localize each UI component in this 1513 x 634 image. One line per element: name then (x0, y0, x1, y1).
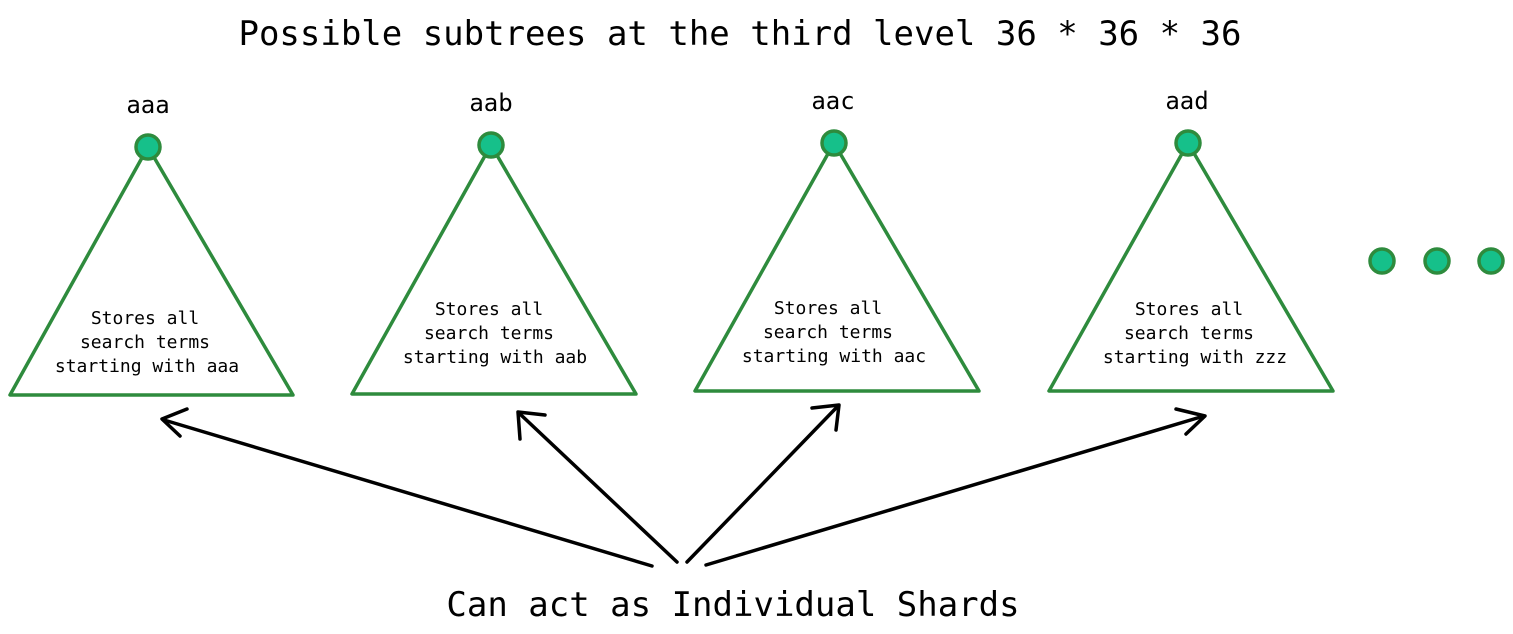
subtree-aaa: aaa Stores all search terms starting wit… (8, 91, 295, 397)
subtree-desc-line: starting with zzz (1103, 347, 1287, 368)
subtree-desc-line: Stores all (91, 308, 199, 329)
ellipsis-dot (1477, 247, 1505, 275)
subtree-root-node (477, 131, 505, 159)
subtree-aab: aab Stores all search terms starting wit… (350, 89, 638, 396)
subtree-triangle (693, 141, 981, 393)
subtree-label: aac (811, 87, 854, 115)
ellipsis-dot (1423, 247, 1451, 275)
subtree-label: aad (1165, 87, 1208, 115)
subtree-desc-line: starting with aac (742, 346, 926, 367)
subtree-desc-line: Stores all (774, 298, 882, 319)
subtree-desc-line: starting with aaa (55, 356, 239, 377)
subtree-root-node (1174, 129, 1202, 157)
subtree-desc-line: search terms (1124, 323, 1254, 344)
subtree-desc-line: Stores all (1135, 299, 1243, 320)
subtree-root-node (134, 133, 162, 161)
caption: Can act as Individual Shards (446, 585, 1019, 625)
arrows (160, 403, 1207, 568)
subtree-aac: aac Stores all search terms starting wit… (693, 87, 981, 393)
arrow-to-aad (704, 407, 1207, 567)
subtree-desc-line: starting with aab (403, 347, 587, 368)
ellipsis-dot (1368, 247, 1396, 275)
subtree-label: aaa (126, 91, 169, 119)
subtree-root-node (820, 129, 848, 157)
ellipsis-dots (1368, 247, 1505, 275)
arrow-to-aac (685, 403, 841, 564)
subtree-desc-line: search terms (763, 322, 893, 343)
subtree-triangle (350, 143, 638, 396)
subtree-aad: aad Stores all search terms starting wit… (1047, 87, 1335, 393)
arrow-to-aaa (160, 407, 654, 568)
subtree-desc-line: search terms (424, 323, 554, 344)
diagram-title: Possible subtrees at the third level 36 … (238, 14, 1241, 54)
subtree-triangle (8, 145, 295, 397)
subtree-desc-line: search terms (80, 332, 210, 353)
subtree-desc-line: Stores all (435, 299, 543, 320)
subtree-label: aab (469, 89, 512, 117)
arrow-to-aab (516, 410, 679, 564)
subtree-triangle (1047, 141, 1335, 393)
